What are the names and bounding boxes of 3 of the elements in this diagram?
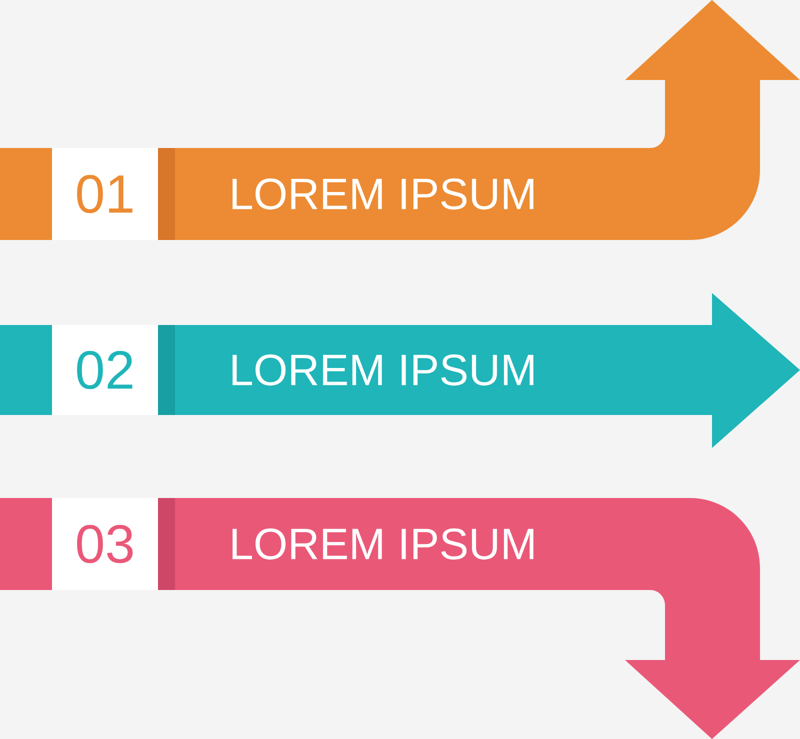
number-box: 01 — [52, 148, 158, 240]
number-box: 02 — [52, 325, 158, 415]
number-box: 03 — [52, 498, 158, 590]
